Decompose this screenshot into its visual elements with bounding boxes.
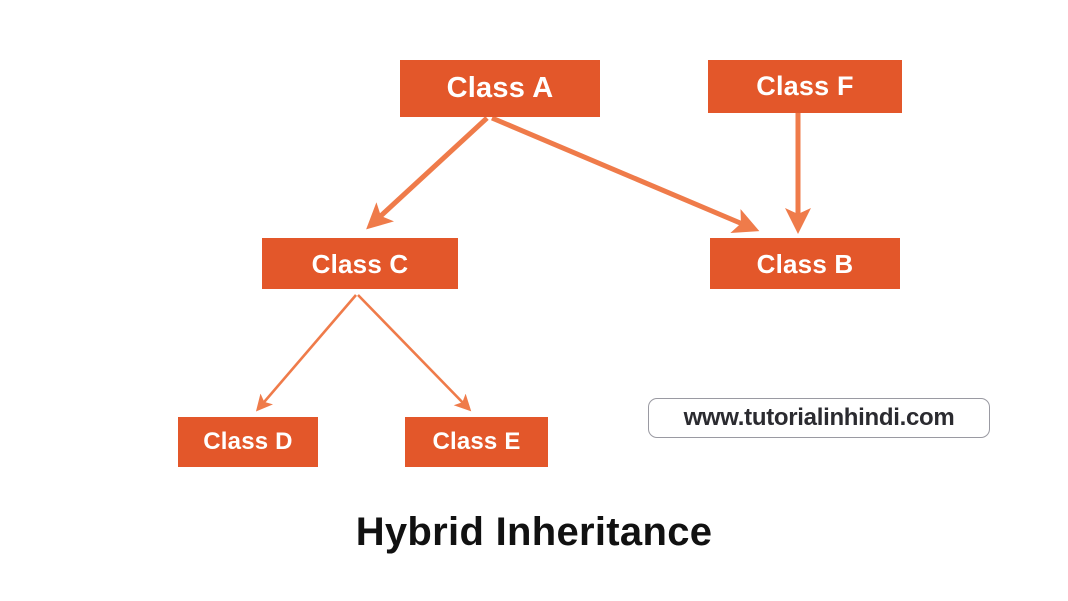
watermark-badge: www.tutorialinhindi.com	[648, 398, 990, 438]
node-class-d[interactable]: Class D	[178, 417, 318, 467]
node-class-c-label: Class C	[311, 248, 409, 279]
node-class-e[interactable]: Class E	[405, 417, 548, 467]
node-class-d-label: Class D	[203, 428, 293, 455]
edge-class-a-to-class-b	[491, 115, 760, 233]
watermark-url-text: www.tutorialinhindi.com	[683, 404, 955, 431]
node-class-f-label: Class F	[756, 71, 854, 101]
edge-class-c-to-class-d	[255, 294, 357, 412]
node-class-b-label: Class B	[756, 248, 854, 279]
diagram-title: Hybrid Inheritance	[355, 510, 713, 554]
node-class-e-label: Class E	[432, 428, 521, 455]
node-class-c[interactable]: Class C	[262, 238, 458, 289]
node-class-f[interactable]: Class F	[708, 60, 902, 113]
node-class-a[interactable]: Class A	[400, 60, 600, 117]
edge-class-c-to-class-e	[357, 294, 472, 412]
edge-class-a-to-class-c	[366, 116, 489, 230]
node-class-b[interactable]: Class B	[710, 238, 900, 289]
node-class-a-label: Class A	[446, 72, 554, 104]
